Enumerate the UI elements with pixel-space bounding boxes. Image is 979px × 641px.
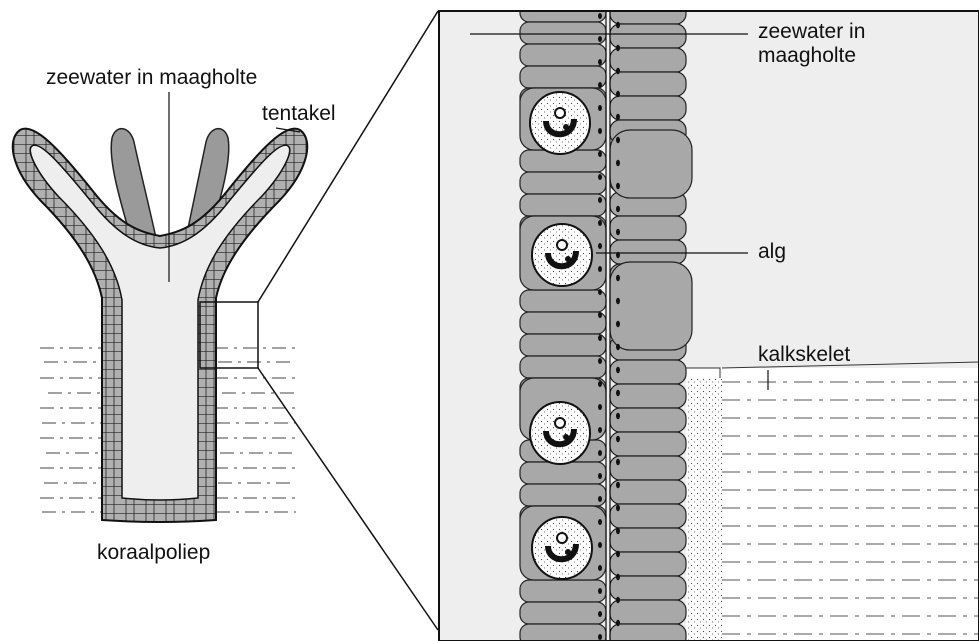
polyp-overview [13,92,308,522]
label-seawater-cavity-right-1: zeewater in [758,20,865,44]
skeleton-block-right [686,362,979,641]
label-alga: alg [758,240,786,264]
label-tentacle: tentakel [262,102,336,126]
label-coral-polyp: koraalpoliep [97,541,210,565]
magnified-view [439,0,979,641]
epidermis-cells [610,0,692,641]
label-seawater-cavity-right-2: maagholte [758,44,856,68]
label-seawater-cavity-left: zeewater in maagholte [46,66,257,90]
label-calcium-skeleton: kalkskelet [758,343,850,367]
